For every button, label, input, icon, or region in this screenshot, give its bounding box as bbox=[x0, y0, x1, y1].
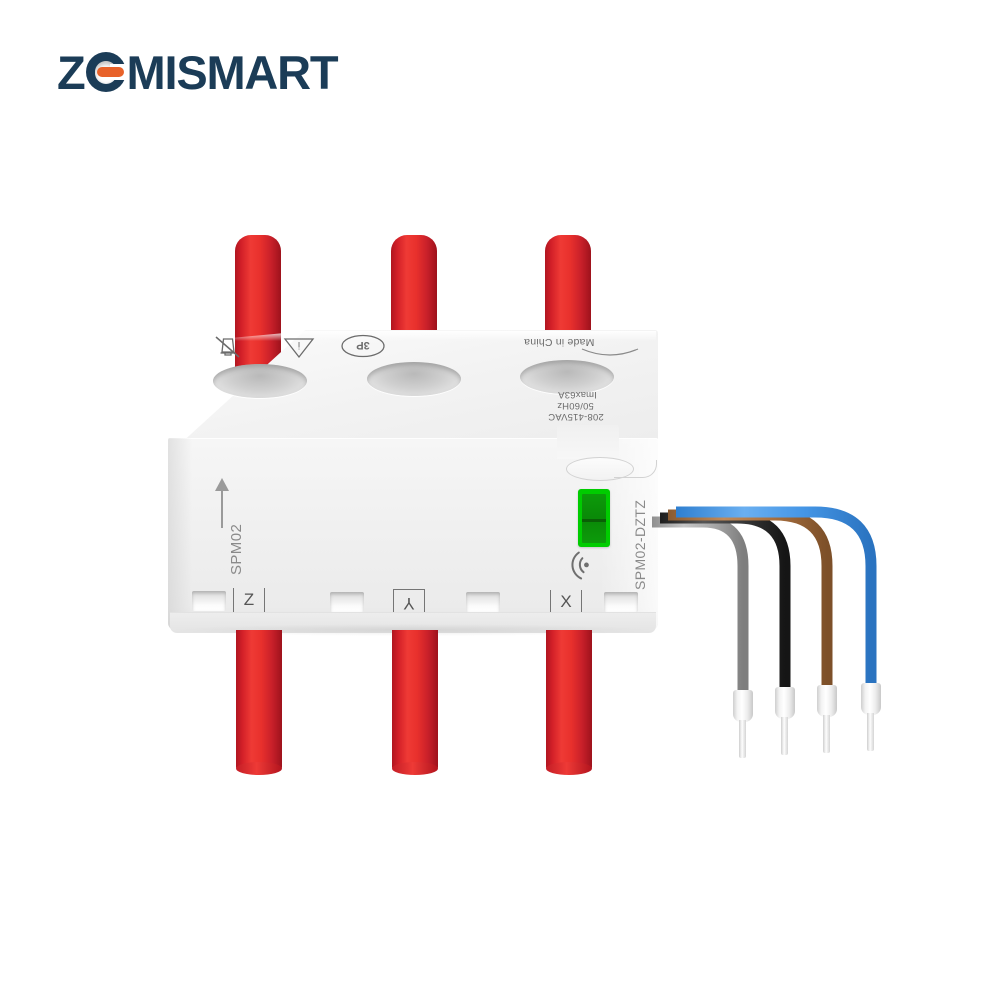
conductor-hole-3 bbox=[520, 360, 614, 394]
conductor-hole-1 bbox=[213, 364, 307, 398]
logo-letters-mismart: MISMART bbox=[126, 45, 339, 99]
wire-ferrule-brown bbox=[817, 685, 837, 717]
red-conductor-rod-bottom-2-cap bbox=[392, 762, 438, 775]
red-conductor-rod-bottom-1 bbox=[236, 630, 282, 770]
wire-blue bbox=[676, 506, 877, 688]
made-in-arc-icon bbox=[581, 348, 639, 356]
logo-letter-e-icon bbox=[85, 52, 127, 92]
wireless-signal-icon bbox=[571, 551, 589, 580]
device-top-notch bbox=[557, 425, 619, 459]
device-front-left-shade bbox=[168, 438, 192, 630]
terminal-slot-3[interactable] bbox=[466, 592, 500, 612]
green-terminal-block[interactable] bbox=[578, 489, 610, 547]
terminal-slot-1[interactable] bbox=[192, 591, 226, 611]
wire-gray bbox=[652, 516, 749, 695]
red-conductor-rod-bottom-1-cap bbox=[236, 762, 282, 775]
terminal-slot-2[interactable] bbox=[330, 592, 364, 612]
weee-crossed-bin-icon bbox=[215, 336, 240, 358]
wire-black bbox=[660, 512, 791, 692]
wire-ferrule-black bbox=[775, 687, 795, 719]
brand-logo-text: Z MISMART bbox=[57, 45, 339, 99]
wire-ferrule-gray bbox=[733, 690, 753, 722]
wire-pin-blue bbox=[867, 713, 874, 751]
red-conductor-rod-bottom-3 bbox=[546, 630, 592, 770]
wire-ferrule-blue bbox=[861, 683, 881, 715]
red-conductor-rod-bottom-3-cap bbox=[546, 762, 592, 775]
svg-text:3P: 3P bbox=[356, 339, 369, 351]
warning-triangle-i-icon: i bbox=[283, 338, 315, 359]
cert-circle-icon: 3P bbox=[341, 334, 385, 358]
wire-pin-gray bbox=[739, 720, 746, 758]
red-conductor-rod-bottom-2 bbox=[392, 630, 438, 770]
up-arrow-head-icon bbox=[215, 478, 229, 491]
up-arrow-shaft-icon bbox=[221, 490, 223, 528]
wire-pin-black bbox=[781, 717, 788, 755]
brand-logo: Z MISMART bbox=[57, 45, 339, 99]
wire-pin-brown bbox=[823, 715, 830, 753]
device-base-strip bbox=[170, 612, 656, 633]
terminal-slot-4[interactable] bbox=[604, 592, 638, 612]
conductor-hole-2 bbox=[367, 362, 461, 396]
logo-letter-z: Z bbox=[57, 45, 86, 99]
svg-text:i: i bbox=[298, 339, 300, 350]
device-top-highlight bbox=[199, 331, 656, 341]
